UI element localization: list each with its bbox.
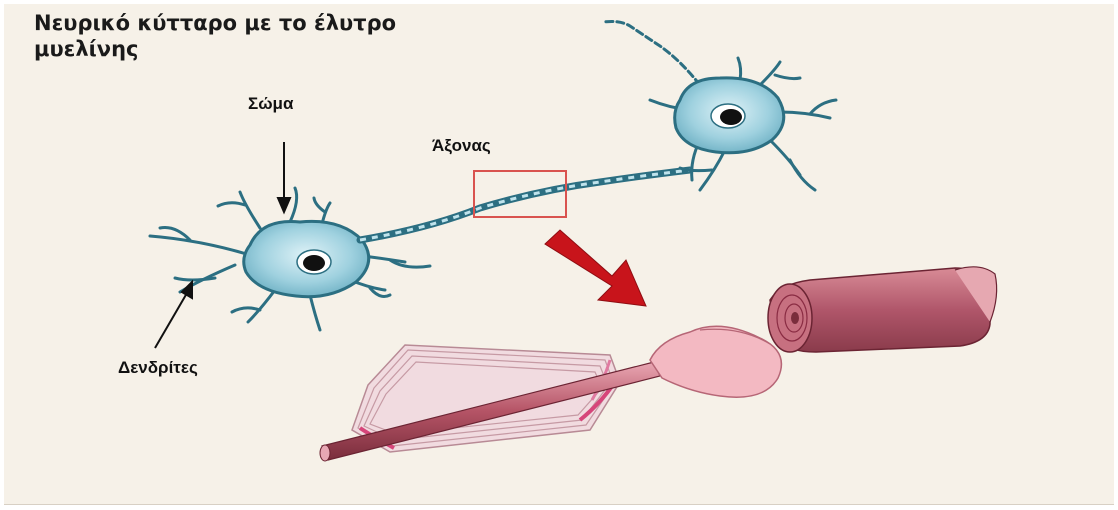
myelin-sheath-illustration [320, 267, 997, 461]
soma-label: Σώμα [248, 94, 293, 114]
dendrites-pointer-arrow [155, 282, 192, 348]
dendrites-label: Δενδρίτες [118, 358, 198, 378]
nucleolus-lower [303, 255, 325, 271]
nucleolus-upper [720, 109, 742, 125]
zoom-arrow-icon [545, 230, 646, 306]
axon-myelin-pattern [360, 170, 690, 240]
axon-label: Άξονας [432, 136, 491, 156]
soma-pointer-arrow [278, 142, 290, 212]
